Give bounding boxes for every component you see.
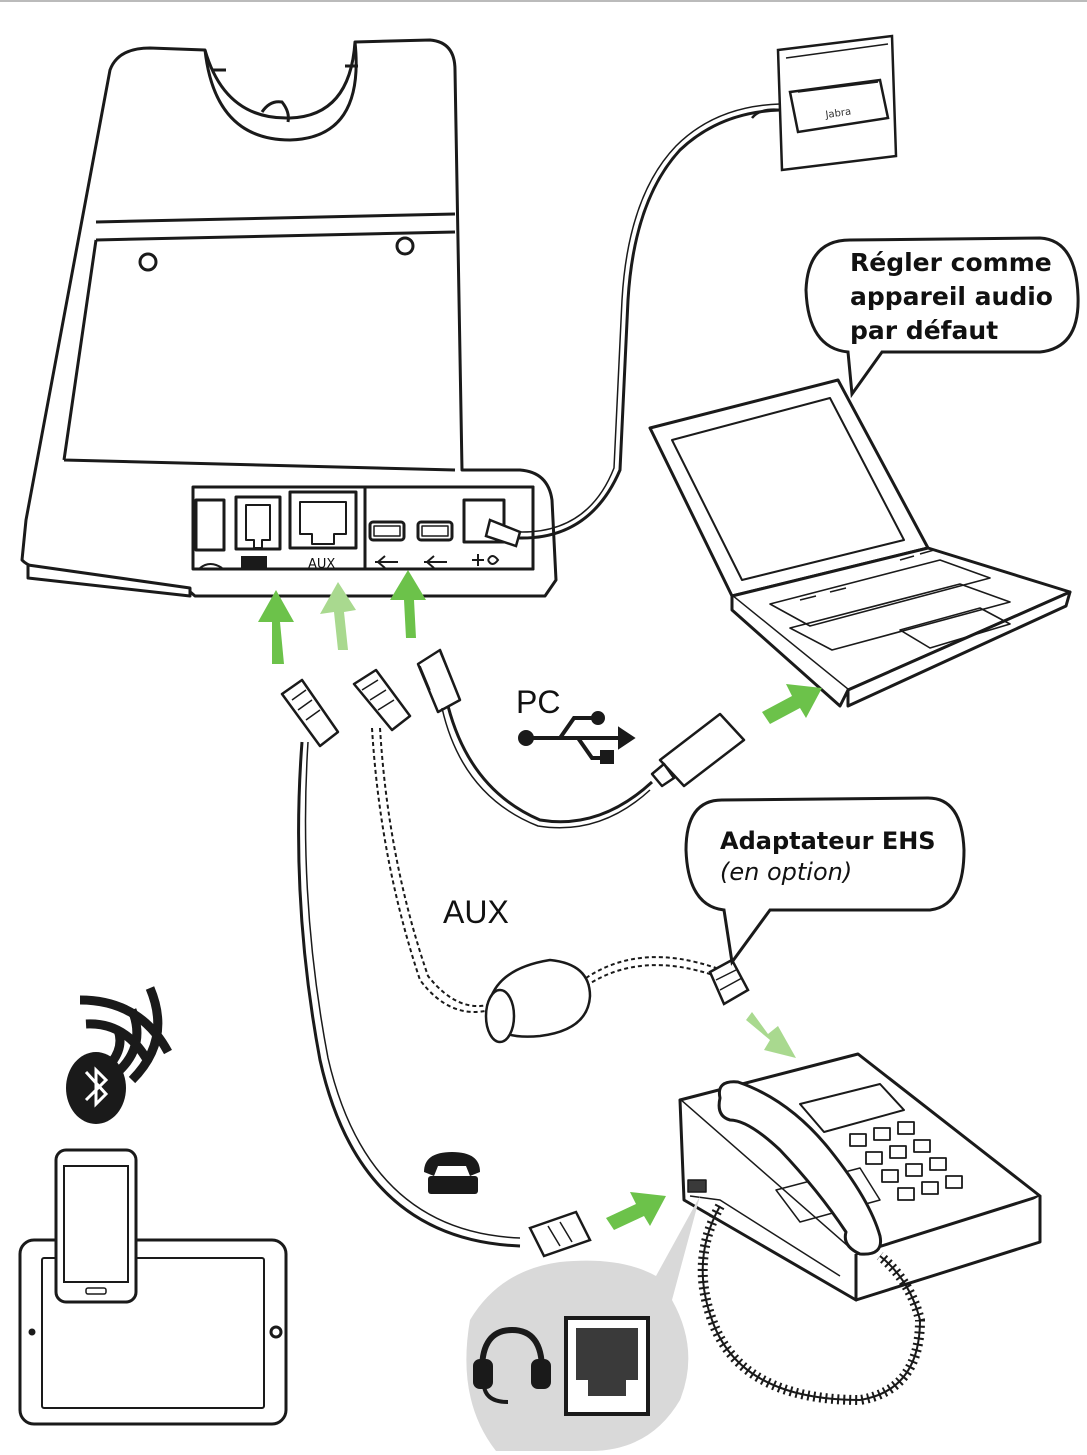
usb-plug-laptop: [658, 712, 746, 788]
ehs-rj-plug: [708, 958, 750, 1006]
connection-arrows: [258, 570, 822, 1230]
port-callout: [466, 1196, 700, 1451]
callout-line-2: appareil audio: [850, 282, 1053, 311]
ehs-cable: [585, 964, 717, 987]
pc-label: PC: [516, 684, 561, 720]
ehs-subtitle: (en option): [720, 858, 853, 886]
bluetooth-icon: [66, 986, 172, 1124]
rj-port-icon: [564, 1316, 650, 1416]
usb-port-icon-1: [375, 555, 398, 569]
smartphone: [54, 1148, 138, 1304]
ehs-callout-text: Adaptateur EHS (en option): [720, 826, 936, 888]
usb-icon: [518, 711, 636, 764]
aux-label: AUX: [443, 894, 509, 930]
usb-port-icon-2: [424, 555, 447, 569]
phone-rj-plug: [280, 678, 340, 748]
phone-rj-plug-desk: [528, 1210, 592, 1258]
headset-icon: [473, 1326, 551, 1404]
wall-adapter-brand: Jabra: [824, 107, 852, 122]
handset-port-icon: [199, 563, 223, 569]
ehs-adapter: [484, 958, 592, 1044]
usb-cable: [446, 705, 654, 824]
usb-plug-base: [416, 648, 462, 714]
callout-line-1: Régler comme: [850, 248, 1052, 277]
phone-handset-icon: [424, 1152, 480, 1194]
aux-rj-plug: [352, 668, 412, 732]
base-port-labels: [199, 554, 500, 569]
callout-line-3: par défaut: [850, 316, 999, 345]
default-audio-callout-text: Régler comme appareil audio par défaut: [850, 246, 1053, 348]
ehs-callout: [684, 796, 966, 966]
ehs-title: Adaptateur EHS: [720, 827, 936, 855]
power-port-icon: [472, 554, 500, 566]
base-aux-port-label: AUX: [308, 557, 335, 572]
laptop: [648, 378, 1072, 708]
desk-phone-port-icon: [241, 556, 267, 568]
power-cable: [517, 108, 781, 540]
default-audio-callout: [804, 236, 1080, 399]
wall-power-adapter: [751, 34, 898, 172]
desk-phone: [678, 1052, 1042, 1302]
base-station: [20, 38, 558, 598]
aux-cable: [371, 727, 491, 1013]
phone-cable: [297, 741, 521, 1248]
